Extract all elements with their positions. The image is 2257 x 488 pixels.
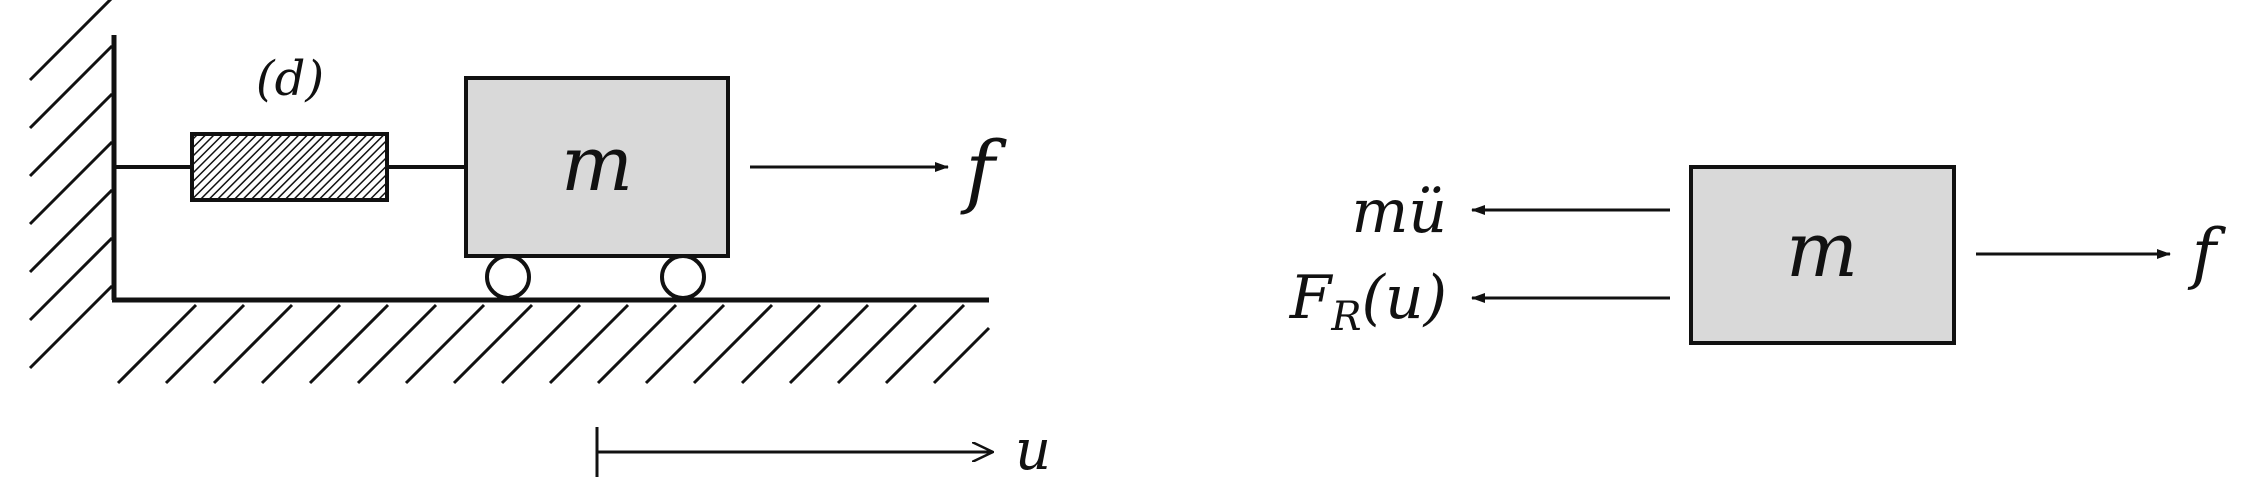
force-label-left: f: [960, 124, 1007, 217]
resistance-label-main: F: [1289, 263, 1334, 333]
force-label-right: f: [2187, 215, 2227, 292]
mass-block-right: [1689, 165, 1956, 345]
inertia-label: mü: [1351, 177, 1447, 247]
mass-label-left: m: [561, 119, 633, 208]
displacement-label: u: [1015, 418, 1051, 483]
damper-label: (d): [256, 51, 324, 107]
resistance-label-arg: (u): [1362, 263, 1447, 333]
ground-hatching: [116, 303, 991, 385]
wheel-right: [660, 254, 706, 300]
resistance-label: FR(u): [1289, 263, 1447, 340]
mass-block-left: [464, 76, 730, 258]
resistance-label-sub: R: [1330, 294, 1361, 340]
wheel-left: [485, 254, 531, 300]
right-diagram: m f mü FR(u): [1289, 165, 2227, 345]
wall-hatching: [28, 0, 114, 370]
left-diagram: (d) m f u: [28, 0, 1051, 483]
damper: [190, 132, 389, 202]
mass-label-right: m: [1786, 205, 1858, 294]
